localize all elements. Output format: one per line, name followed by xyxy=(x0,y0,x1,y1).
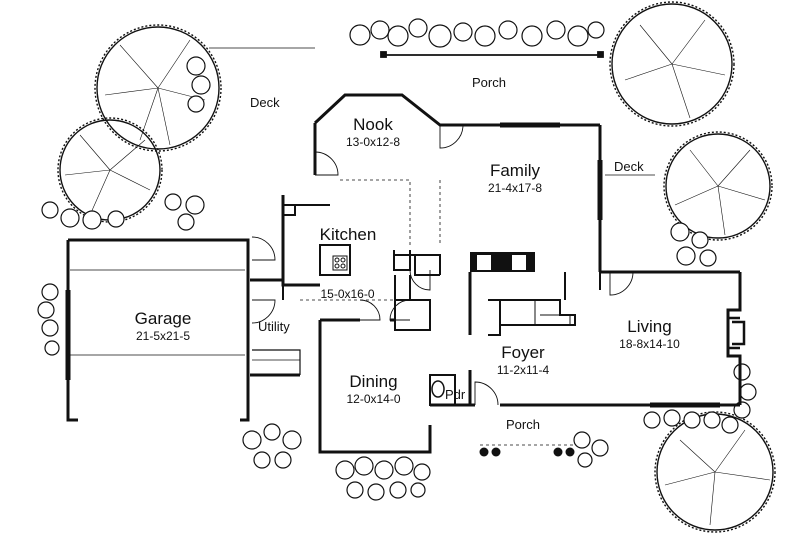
label-utility: Utility xyxy=(258,319,290,334)
tree-right-middle xyxy=(663,131,773,241)
room-dining: Dining 12-0x14-0 xyxy=(336,373,411,405)
tree-left-middle xyxy=(57,117,163,223)
garage-walls xyxy=(66,238,250,422)
room-nook-dims: 13-0x12-8 xyxy=(345,135,401,149)
room-nook-name: Nook xyxy=(353,115,393,134)
dining-walls xyxy=(318,320,432,454)
room-kitchen-dims: 15-0x16-0 xyxy=(320,287,375,301)
windows xyxy=(65,122,720,408)
shrubs xyxy=(37,18,757,501)
room-living-dims: 18-8x14-10 xyxy=(619,337,680,351)
room-kitchen-name-wrap: Kitchen xyxy=(308,226,388,243)
room-foyer-name: Foyer xyxy=(501,343,545,362)
room-living-name: Living xyxy=(627,317,672,336)
room-dining-dims: 12-0x14-0 xyxy=(346,392,401,406)
nook-bay-walls xyxy=(313,93,600,127)
label-deck-right: Deck xyxy=(614,159,644,174)
room-garage-name: Garage xyxy=(134,309,192,328)
label-deck-left: Deck xyxy=(250,95,280,110)
room-living: Living 18-8x14-10 xyxy=(607,318,692,350)
porch-light-dots xyxy=(479,447,575,457)
tree-bottom-right xyxy=(654,411,776,533)
room-foyer: Foyer 11-2x11-4 xyxy=(488,344,558,376)
room-dining-name: Dining xyxy=(349,372,398,391)
interior-walls xyxy=(70,204,601,406)
porch-deck-outlines xyxy=(209,47,655,176)
room-garage-dims: 21-5x21-5 xyxy=(135,329,191,343)
label-porch-top: Porch xyxy=(472,75,506,90)
tree-top-right xyxy=(609,1,735,127)
label-powder: Pdr xyxy=(445,387,466,402)
label-porch-bottom: Porch xyxy=(506,417,540,432)
room-nook: Nook 13-0x12-8 xyxy=(338,116,408,148)
living-fireplace xyxy=(728,316,746,350)
living-walls xyxy=(600,270,742,405)
room-family-name: Family xyxy=(489,161,541,180)
room-family: Family 21-4x17-8 xyxy=(470,162,560,194)
room-family-dims: 21-4x17-8 xyxy=(487,181,543,195)
door-swings xyxy=(251,124,634,406)
dashed-guides xyxy=(300,179,441,301)
room-foyer-dims: 11-2x11-4 xyxy=(496,363,550,377)
room-kitchen-name: Kitchen xyxy=(319,225,377,244)
room-kitchen-dims-wrap: 15-0x16-0 xyxy=(310,285,385,300)
kitchen-cooktop xyxy=(332,255,348,271)
family-fireplace xyxy=(470,252,535,272)
room-garage: Garage 21-5x21-5 xyxy=(118,310,208,342)
